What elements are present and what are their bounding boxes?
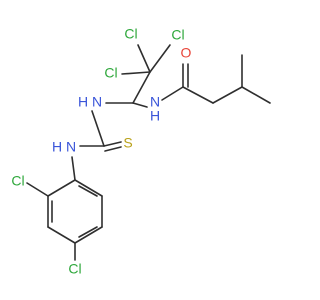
- ring-double-2: [78, 226, 98, 238]
- atom-cl-left: Cl: [104, 65, 117, 81]
- molecule-structure-diagram: Cl Cl Cl O N H N H S N H Cl Cl: [11, 26, 271, 277]
- bond-ch-n-amide: [132, 102, 148, 108]
- ring-double-3: [78, 185, 98, 197]
- atom-cl-ring-ortho: Cl: [11, 173, 24, 189]
- atom-n-thiourea-top: N: [92, 94, 102, 110]
- atom-h-thiourea-top: H: [78, 94, 88, 110]
- atom-oxygen: O: [181, 45, 192, 61]
- bond-thiourea-sulfur-b: [104, 146, 122, 152]
- bond-ccl3-cl-left: [121, 71, 151, 75]
- atom-n-thiourea-bottom: N: [66, 139, 76, 155]
- atom-n-amide: N: [150, 94, 160, 110]
- bond-ccl3-cl-top-right: [149, 44, 171, 73]
- bond-ccl3-cl-top-left: [137, 44, 151, 73]
- atom-cl-ring-para: Cl: [68, 261, 81, 277]
- atom-h-thiourea-bottom: H: [52, 139, 62, 155]
- atom-h-amide: H: [150, 108, 160, 124]
- bond-ch-methyl-down: [241, 86, 271, 104]
- bond-n-bottom-ring: [71, 156, 76, 181]
- atom-cl-top-left: Cl: [124, 26, 137, 42]
- bond-ring-cl-ortho: [26, 182, 49, 197]
- atom-cl-top-right: Cl: [171, 27, 184, 43]
- bond-ccl3-ch: [132, 71, 151, 104]
- ring-bond-6: [74, 179, 103, 197]
- bond-carbonyl-ch2: [182, 86, 214, 104]
- ring-bond-1: [47, 179, 76, 197]
- bond-n-top-thiourea-c: [91, 110, 105, 147]
- bond-thiourea-sulfur-a: [103, 141, 122, 147]
- ring-bond-3: [47, 226, 76, 244]
- atom-labels: Cl Cl Cl O N H N H S N H Cl Cl: [11, 26, 191, 277]
- bond-lines: [26, 44, 271, 261]
- atom-sulfur: S: [123, 135, 132, 151]
- ring-bond-4: [74, 226, 103, 244]
- bond-n-amide-carbonyl: [161, 86, 184, 101]
- bond-ch2-ch: [212, 86, 243, 104]
